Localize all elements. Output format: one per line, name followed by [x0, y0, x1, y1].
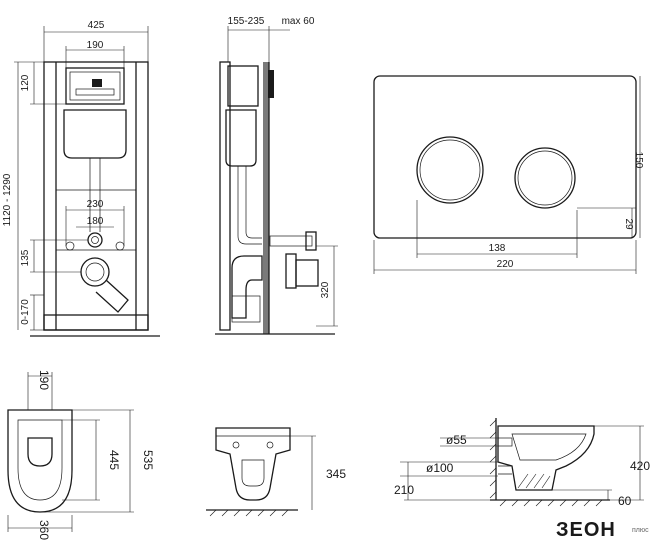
dim-drain-offset: 135 [20, 249, 31, 266]
brand-logo-text: ЗЕОН [556, 519, 616, 541]
bowl-top-view: 190 445 535 360 [7, 370, 155, 540]
dim-inner-length: 445 [107, 450, 121, 470]
outlet-hatch [517, 473, 551, 489]
flush-button-small [514, 147, 576, 209]
dim-bolt-outer: 230 [87, 199, 104, 210]
mount-bolt-right [115, 241, 125, 251]
dim-frame-width: 425 [88, 20, 105, 31]
cistern-flush-box [65, 67, 125, 105]
frame-front-view: 425 190 120 1120 - 1290 230 180 135 0-17… [2, 20, 160, 337]
dim-mount-height: 345 [326, 467, 346, 481]
brand-logo: ЗЕОН плюс [556, 519, 649, 541]
dim-foot-adjust: 0-170 [20, 299, 31, 325]
dim-seat-width: 190 [37, 370, 51, 390]
side-trap [231, 255, 263, 319]
dim-outlet-diameter: ø100 [426, 461, 454, 475]
dim-bowl-height: 420 [630, 459, 650, 473]
flush-plate-view: 220 138 150 29 [373, 75, 644, 274]
dim-total-length: 535 [141, 450, 155, 470]
dim-bottom-offset: 60 [618, 494, 632, 508]
dim-plate-width: 220 [497, 259, 514, 270]
dim-top-height: 120 [20, 74, 31, 91]
dim-tank-width: 190 [87, 40, 104, 51]
dim-frame-height: 1120 - 1290 [2, 173, 13, 226]
flush-plate-outline [373, 75, 637, 239]
bowl-side-outline [497, 425, 595, 491]
side-flush-box [227, 65, 259, 107]
dim-depth-max: max 60 [282, 16, 315, 27]
dim-drain-height: 320 [320, 281, 331, 298]
dim-plate-height: 150 [633, 152, 644, 169]
cistern-tank [63, 109, 127, 159]
floor-hatch-front [209, 509, 289, 517]
wall-hatch-side [489, 419, 603, 507]
bowl-front-view: 345 [206, 427, 346, 517]
wall-section [263, 62, 269, 334]
dim-inlet-diameter: ø55 [446, 433, 467, 447]
dim-floor-to-outlet: 210 [394, 483, 414, 497]
bowl-top-outline [7, 409, 73, 513]
dim-button-offset: 29 [623, 218, 634, 230]
brand-logo-sub: плюс [632, 527, 649, 534]
flush-button-large [416, 136, 484, 204]
dim-total-width: 360 [37, 520, 51, 540]
drain-outlet [80, 257, 110, 287]
frame-outline [43, 61, 149, 331]
mount-bolt-left [65, 241, 75, 251]
dim-bolt-inner: 180 [87, 216, 104, 227]
bowl-front-outline [215, 427, 291, 501]
dim-depth-range: 155-235 [228, 16, 265, 27]
dim-button-spacing: 138 [489, 243, 506, 254]
bowl-side-view: ø55 ø100 210 420 60 [394, 418, 650, 508]
frame-side-view: 155-235 max 60 320 [215, 16, 338, 335]
